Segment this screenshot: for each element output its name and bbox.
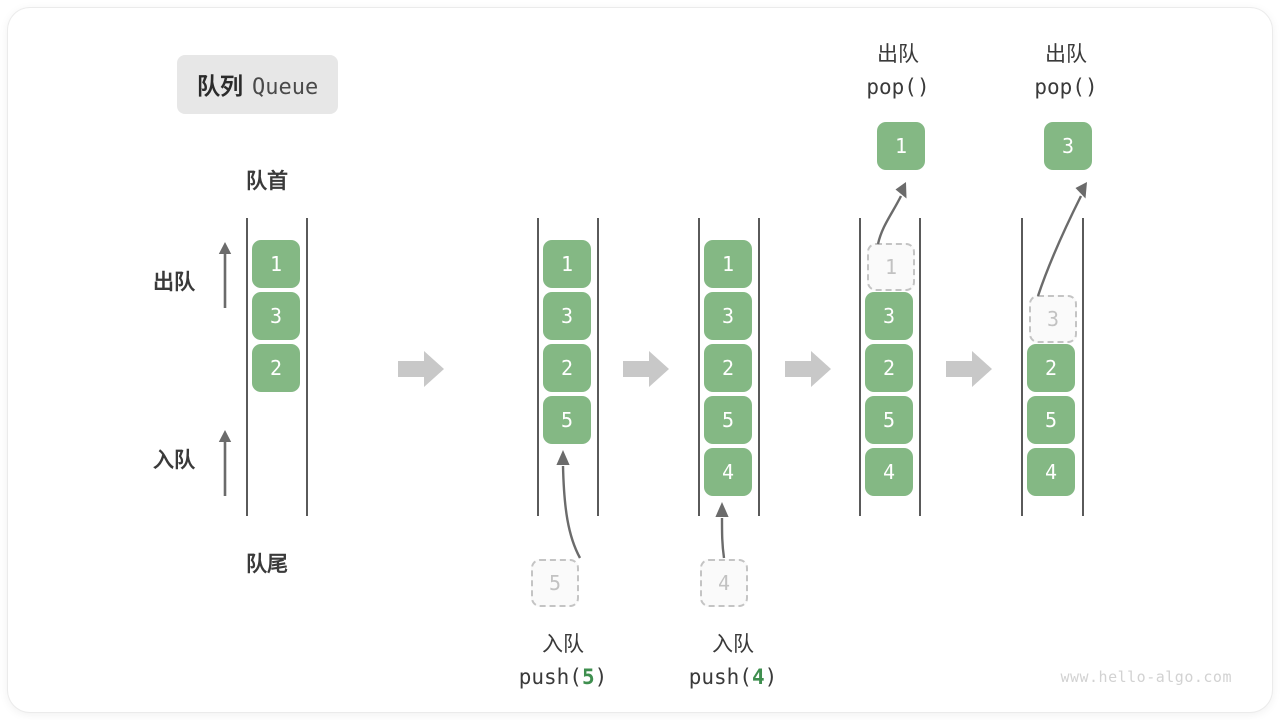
enqueue-arrow-icon — [218, 430, 232, 496]
queue-element: 4 — [865, 448, 913, 496]
queue-element: 2 — [543, 344, 591, 392]
queue-element: 3 — [865, 292, 913, 340]
caption-line2: pop() — [798, 71, 998, 104]
caption-arg: 4 — [751, 664, 765, 689]
caption-pop-1: 出队 pop() — [798, 38, 998, 103]
push-arrow-icon — [556, 450, 582, 559]
caption-line1: 入队 — [542, 632, 584, 656]
queue-element: 5 — [865, 396, 913, 444]
caption-arg: 5 — [581, 664, 595, 689]
label-enqueue: 入队 — [153, 448, 195, 472]
caption-line2: push(5) — [463, 661, 663, 694]
stage2-rail-left — [537, 218, 539, 516]
queue-element: 1 — [543, 240, 591, 288]
ghost-element: 1 — [867, 243, 915, 291]
stage5-rail-left — [1021, 218, 1023, 516]
caption-fn: push( — [688, 664, 752, 689]
queue-element: 5 — [1027, 396, 1075, 444]
caption-close: ) — [1084, 74, 1098, 99]
queue-element: 3 — [252, 292, 300, 340]
push-arrow-icon — [715, 502, 729, 559]
queue-element: 1 — [704, 240, 752, 288]
stage4-rail-left — [859, 218, 861, 516]
label-tail: 队尾 — [246, 552, 288, 576]
title-badge: 队列 Queue — [177, 55, 339, 114]
queue-element: 2 — [1027, 344, 1075, 392]
queue-element: 5 — [704, 396, 752, 444]
caption-fn: pop( — [866, 74, 917, 99]
caption-line2: push(4) — [633, 661, 833, 694]
queue-element: 2 — [865, 344, 913, 392]
stage1-rail-right — [306, 218, 308, 516]
caption-close: ) — [916, 74, 930, 99]
queue-element-new: 4 — [704, 448, 752, 496]
queue-element: 2 — [252, 344, 300, 392]
ghost-element: 5 — [531, 559, 579, 607]
caption-push-4: 入队 push(4) — [633, 628, 833, 693]
pop-arrow-icon — [1036, 182, 1087, 297]
caption-close: ) — [594, 664, 608, 689]
stage3-rail-right — [758, 218, 760, 516]
diagram-card: 队列 Queue 队首 队尾 出队 入队 1 3 2 1 3 2 5 5 入队 … — [8, 8, 1272, 712]
transition-arrow-icon — [946, 351, 992, 387]
queue-element: 3 — [704, 292, 752, 340]
label-dequeue: 出队 — [153, 270, 195, 294]
caption-close: ) — [764, 664, 778, 689]
stage1-rail-left — [246, 218, 248, 516]
transition-arrow-icon — [623, 351, 669, 387]
transition-arrow-icon — [785, 351, 831, 387]
queue-element-new: 5 — [543, 396, 591, 444]
transition-arrow-icon — [398, 351, 444, 387]
title-cn: 队列 — [197, 74, 243, 100]
caption-push-5: 入队 push(5) — [463, 628, 663, 693]
queue-element: 2 — [704, 344, 752, 392]
stage3-rail-left — [698, 218, 700, 516]
ghost-element: 3 — [1029, 295, 1077, 343]
label-head: 队首 — [246, 169, 288, 193]
queue-element: 1 — [252, 240, 300, 288]
watermark: www.hello-algo.com — [1060, 668, 1232, 686]
popped-element: 1 — [877, 122, 925, 170]
queue-element: 4 — [1027, 448, 1075, 496]
stage2-rail-right — [597, 218, 599, 516]
title-en: Queue — [252, 75, 319, 100]
dequeue-arrow-icon — [218, 242, 232, 308]
ghost-element: 4 — [700, 559, 748, 607]
caption-pop-3: 出队 pop() — [966, 38, 1166, 103]
queue-element: 3 — [543, 292, 591, 340]
caption-line1: 出队 — [877, 42, 919, 66]
stage4-rail-right — [919, 218, 921, 516]
caption-line2: pop() — [966, 71, 1166, 104]
caption-fn: pop( — [1034, 74, 1085, 99]
stage5-rail-right — [1082, 218, 1084, 516]
caption-line1: 出队 — [1045, 42, 1087, 66]
caption-line1: 入队 — [712, 632, 754, 656]
pop-arrow-icon — [876, 182, 907, 245]
caption-fn: push( — [518, 664, 582, 689]
popped-element: 3 — [1044, 122, 1092, 170]
